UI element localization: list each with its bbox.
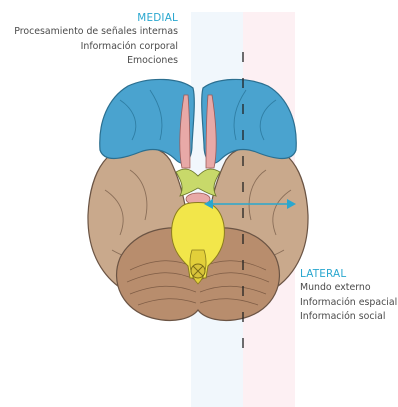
lateral-item-3: Información social (300, 310, 397, 324)
lateral-item-2: Información espacial (300, 296, 397, 310)
medial-item-2: Información corporal (14, 40, 178, 54)
medial-item-3: Emociones (14, 54, 178, 68)
medial-item-1: Procesamiento de señales internas (14, 25, 178, 39)
optic-chiasm (176, 169, 220, 196)
lateral-heading: LATERAL (300, 267, 397, 281)
medial-text-block: MEDIAL Procesamiento de señales internas… (14, 11, 178, 69)
lateral-item-1: Mundo externo (300, 281, 397, 295)
lateral-text-block: LATERAL Mundo externo Información espaci… (300, 267, 397, 325)
medial-heading: MEDIAL (14, 11, 178, 25)
